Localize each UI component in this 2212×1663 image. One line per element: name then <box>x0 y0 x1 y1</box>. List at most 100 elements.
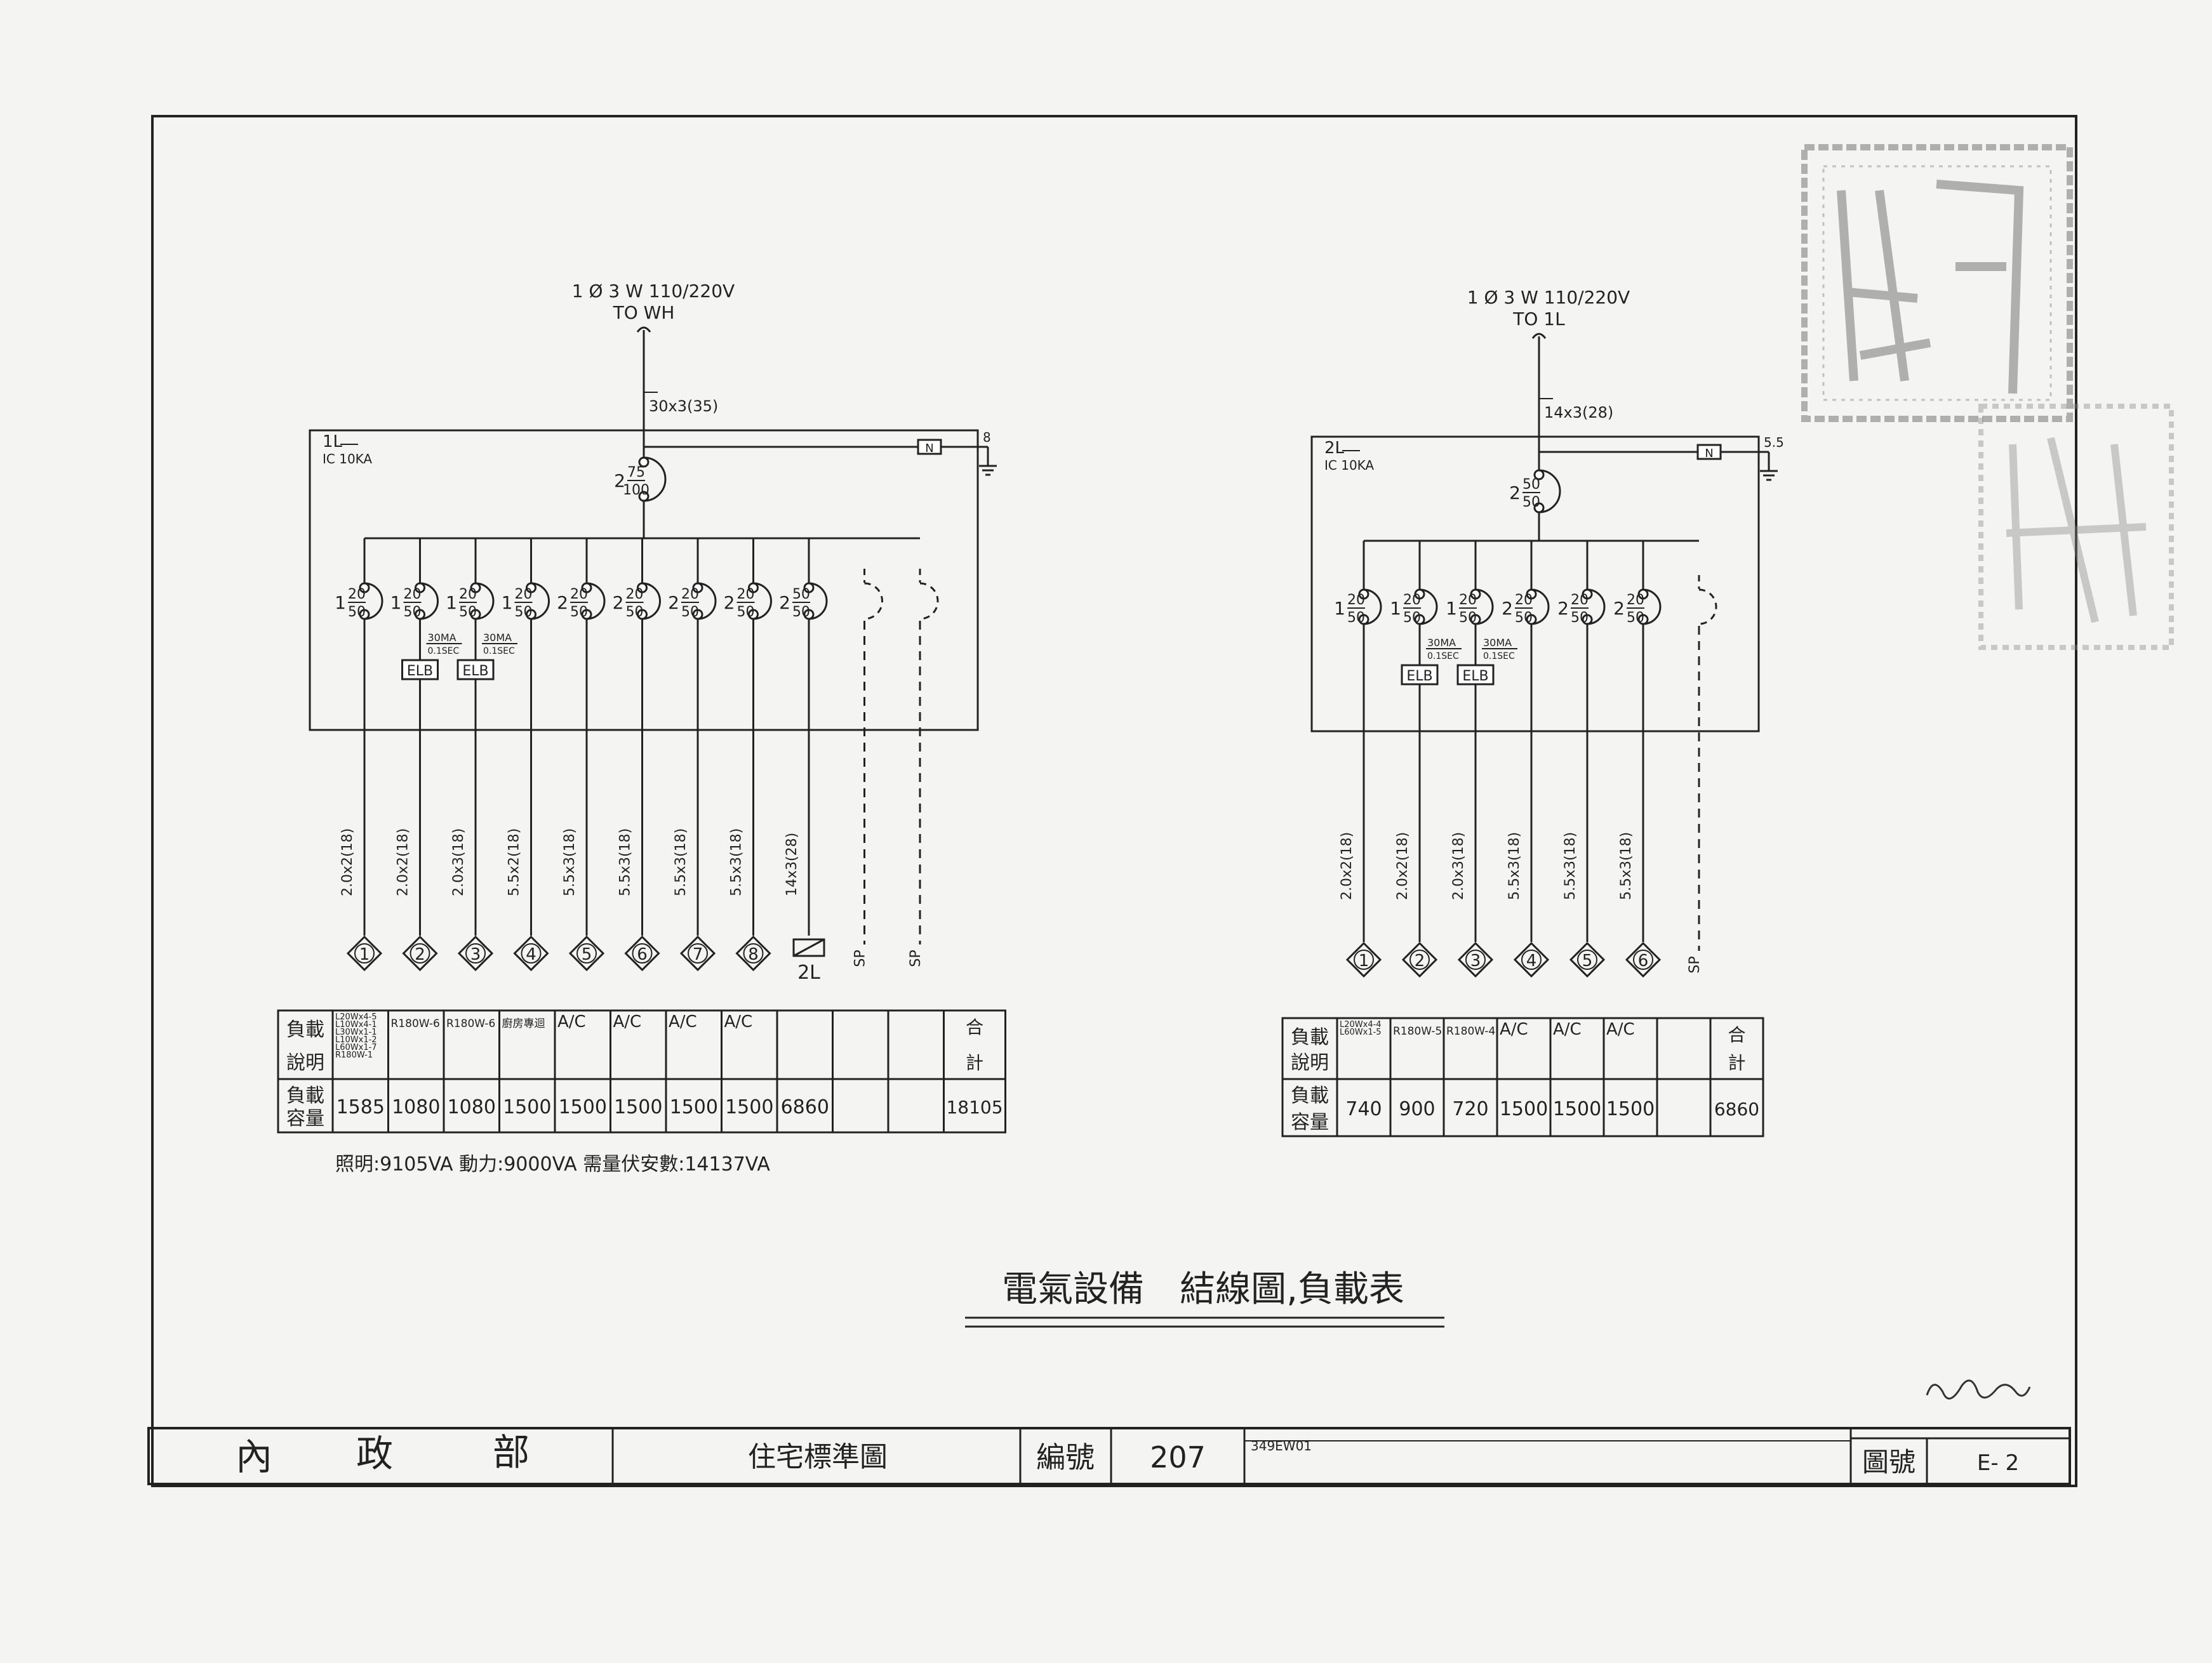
row-header-load: 容量 <box>1291 1111 1329 1134</box>
load-description: L20Wx4-5 <box>335 1012 377 1022</box>
title-block-sheet-no: E- 2 <box>1977 1450 2019 1476</box>
branch-breaker-arc <box>1363 588 1382 625</box>
row-header-load: 負載 <box>286 1085 324 1107</box>
load-value: 720 <box>1452 1098 1488 1120</box>
elb-trip-time: 0.1SEC <box>428 646 460 656</box>
total-label: 合 <box>966 1017 983 1038</box>
row-header-load: 容量 <box>286 1108 324 1130</box>
neutral-terminal <box>1696 444 1722 460</box>
title-block-ref-code: 349EW01 <box>1251 1438 1312 1454</box>
circuit-number: 6 <box>1638 951 1649 971</box>
branch-cable-label: 5.5x3(18) <box>1507 832 1522 900</box>
feed-destination-label: TO 1L <box>1512 308 1565 329</box>
load-value: 1500 <box>1606 1098 1655 1120</box>
feed-arrow <box>1531 333 1547 339</box>
branch-breaker-rating-top: 20 <box>1459 592 1477 608</box>
load-description: L60Wx1-7 <box>335 1043 377 1052</box>
circuit-number: 6 <box>637 945 648 964</box>
branch-breaker-poles: 1 <box>1446 598 1457 619</box>
circuit-diamond <box>624 935 660 972</box>
circuit-number: 2 <box>1415 951 1425 971</box>
circuit-circle <box>743 943 764 964</box>
branch-breaker-rating-bottom: 50 <box>404 604 422 620</box>
branch-breaker-rating-bottom: 50 <box>792 604 810 620</box>
branch-breaker-poles: 2 <box>557 592 568 613</box>
load-description: L30Wx1-1 <box>335 1028 377 1037</box>
branch-cable-label: 5.5x3(18) <box>1562 832 1578 900</box>
branch-cable-label: 2.0x3(18) <box>451 828 467 896</box>
branch-cable-label: 2.0x2(18) <box>1395 832 1411 900</box>
circuit-circle <box>1521 950 1542 970</box>
row-header-description: 負載 <box>286 1019 324 1041</box>
branch-breaker-rating-top: 20 <box>1627 592 1644 608</box>
signature-mark <box>1926 1379 2031 1400</box>
branch-breaker-arc <box>1475 588 1494 625</box>
spare-breaker-arc <box>1698 588 1717 625</box>
circuit-number: 4 <box>526 945 536 964</box>
title-block-doc-name: 住宅標準圖 <box>748 1441 888 1473</box>
branch-cable-label: 2.0x2(18) <box>1339 832 1355 900</box>
feed-spec-label: 1 Ø 3 W 110/220V <box>572 281 735 301</box>
load-description: L10Wx1-2 <box>335 1035 377 1045</box>
circuit-number: 1 <box>1359 951 1369 971</box>
main-breaker-rating-bottom: 100 <box>623 482 650 498</box>
panel-ic-rating: IC 10KA <box>323 451 372 467</box>
feed-spec-label: 1 Ø 3 W 110/220V <box>1467 287 1630 308</box>
ground-size-label: 5.5 <box>1764 435 1784 450</box>
load-value: 1080 <box>392 1096 440 1118</box>
branch-breaker-rating-bottom: 50 <box>681 604 699 620</box>
circuit-number: 4 <box>1526 951 1537 971</box>
load-description: A/C <box>1553 1020 1582 1039</box>
branch-breaker-rating-top: 20 <box>1571 592 1589 608</box>
branch-cable-label: 5.5x2(18) <box>507 828 523 896</box>
load-value: 1080 <box>448 1096 496 1118</box>
branch-breaker-rating-top: 20 <box>626 586 644 602</box>
elb-label: ELB <box>1462 668 1488 684</box>
elb-sensitivity: 30MA <box>483 632 512 644</box>
title-block: 內 政 部 住宅標準圖 編號 207 349EW01 圖號 E- 2 <box>147 1427 2071 1485</box>
load-description: 廚房專迴 <box>502 1017 545 1030</box>
feed-destination-label: TO WH <box>613 302 675 323</box>
elb-trip-time: 0.1SEC <box>1483 651 1515 661</box>
ground-size-label: 8 <box>983 430 991 445</box>
total-value: 6860 <box>1714 1099 1759 1120</box>
official-seal-stamp <box>1801 144 2073 422</box>
branch-breaker-rating-top: 20 <box>1347 592 1365 608</box>
main-breaker-arc <box>643 456 667 502</box>
total-value: 18105 <box>946 1097 1003 1118</box>
circuit-number: 5 <box>1582 951 1593 971</box>
branch-cable-label: 2.0x2(18) <box>340 828 356 896</box>
load-description: R180W-1 <box>335 1050 373 1060</box>
branch-breaker-rating-top: 20 <box>1515 592 1533 608</box>
branch-breaker-poles: 2 <box>724 592 735 613</box>
branch-breaker-poles: 1 <box>1390 598 1401 619</box>
branch-breaker-arc <box>1531 588 1550 625</box>
branch-breaker-arc <box>1642 588 1662 625</box>
spare-breaker-arc <box>919 582 939 620</box>
branch-breaker-arc <box>420 582 439 620</box>
load-description: A/C <box>1500 1020 1528 1039</box>
row-header-load: 負載 <box>1291 1085 1329 1107</box>
load-description: A/C <box>1606 1020 1635 1039</box>
branch-breaker-rating-top: 20 <box>404 586 422 602</box>
branch-cable-label: 5.5x3(18) <box>673 828 689 896</box>
secondary-seal-stamp <box>1978 404 2174 650</box>
load-description: A/C <box>613 1012 642 1031</box>
branch-breaker-arc <box>697 582 717 620</box>
branch-breaker-rating-bottom: 50 <box>348 604 366 620</box>
circuit-number: 5 <box>582 945 592 964</box>
circuit-circle <box>576 943 597 964</box>
spare-label: SP <box>853 950 869 967</box>
elb-label: ELB <box>462 663 488 679</box>
circuit-number: 7 <box>693 945 703 964</box>
elb-label: ELB <box>1406 668 1432 684</box>
branch-breaker-rating-bottom: 50 <box>1571 610 1589 626</box>
circuit-number: 3 <box>470 945 481 964</box>
branch-breaker-rating-bottom: 50 <box>1627 610 1644 626</box>
panel-enclosure <box>1310 435 1760 732</box>
subpanel-label: 2L <box>797 962 820 984</box>
title-block-number-label: 編號 <box>1036 1440 1095 1474</box>
main-breaker-rating-top: 50 <box>1522 477 1540 493</box>
circuit-circle <box>1465 950 1486 970</box>
main-breaker-poles: 2 <box>614 470 625 491</box>
